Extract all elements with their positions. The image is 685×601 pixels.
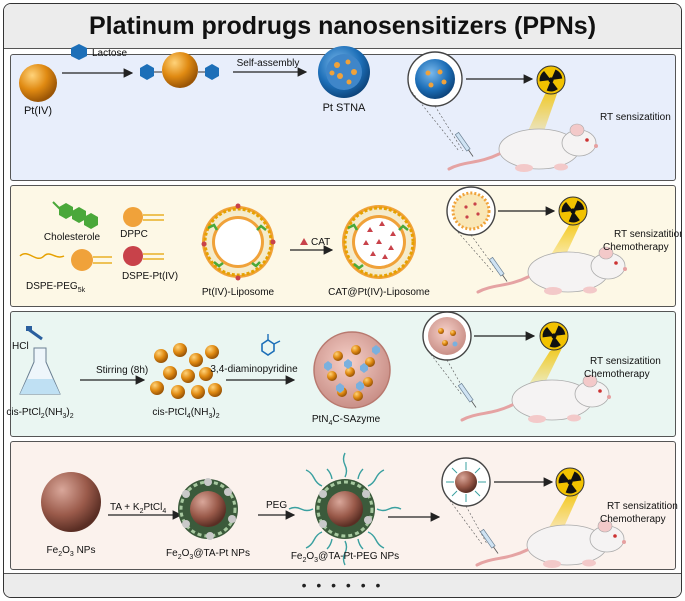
cholesterole-label: Cholesterole <box>44 232 101 243</box>
diaminopyridine-label: 3,4-diaminopyridine <box>210 364 298 375</box>
dspe-pt-iv-label: DSPE-Pt(IV) <box>122 271 178 282</box>
mouse-3 <box>460 373 613 425</box>
pt-iv-label: Pt(IV) <box>24 105 52 117</box>
ta-k2ptcl4-label: TA + K2PtCl4 <box>110 502 166 515</box>
title-bar: Platinum prodrugs nanosensitizers (PPNs) <box>4 4 681 49</box>
dspe-pt-iv-lipid <box>123 246 164 266</box>
fe2o3-ta-pt-peg-label: Fe2O3@TA-Pt-PEG NPs <box>291 551 399 564</box>
fe2o3-ta-pt-nanoparticle <box>178 478 238 540</box>
rt-sensitization-label-3: RT sensizatition <box>590 356 661 367</box>
radiation-beam-3 <box>529 346 563 389</box>
syringe-3 <box>457 382 479 410</box>
fe2o3-ta-pt-peg-nanoparticle <box>288 452 402 566</box>
radiation-beam-1 <box>528 88 559 137</box>
dspe-peg-label: DSPE-PEG5k <box>26 281 86 294</box>
radiation-icon <box>538 321 569 352</box>
rt-sensitization-label-2: RT sensizatition <box>614 229 681 240</box>
footer-bar: • • • • • • <box>4 573 681 597</box>
pt-iv-liposome <box>201 203 276 281</box>
pt-iv-sphere <box>19 64 57 102</box>
pt-stna-label: Pt STNA <box>323 102 366 114</box>
radiation-beam-2 <box>549 220 582 263</box>
lactose-conjugate <box>140 52 219 88</box>
lactose-label: Lactose <box>92 48 127 59</box>
hcl-label: HCl <box>12 341 29 352</box>
ptn4c-sazyme-label: PtN4C-SAzyme <box>312 414 381 427</box>
dppc-lipid <box>123 207 164 227</box>
cholesterole-molecule <box>52 201 98 229</box>
rt-sensitization-label-4: RT sensizatition <box>607 501 678 512</box>
diagram-canvas: Pt(IV) Lactose Self-assembly Pt STNA <box>6 44 681 570</box>
peg-label: PEG <box>266 500 287 511</box>
fe2o3-nanoparticle <box>41 472 101 532</box>
pt-stna-magnified <box>407 51 464 152</box>
dppc-label: DPPC <box>120 229 148 240</box>
cis-ptcl2-label: cis-PtCl2(NH3)2 <box>6 407 73 420</box>
radiation-icon <box>557 196 588 227</box>
cat-label: CAT <box>311 237 330 248</box>
stirring-label: Stirring (8h) <box>96 365 148 376</box>
syringe-4 <box>479 528 501 556</box>
radiation-icon <box>554 467 585 498</box>
cat-liposome-magnified <box>446 186 499 273</box>
flask-with-pipette <box>19 326 61 395</box>
sazyme-magnified <box>422 311 472 396</box>
diaminopyridine-molecule <box>261 334 281 356</box>
mouse-4 <box>475 518 628 570</box>
lactose-hexagon <box>71 44 87 60</box>
cis-ptcl4-label: cis-PtCl4(NH3)2 <box>152 407 219 420</box>
footer-dots: • • • • • • <box>301 577 384 593</box>
syringe-2 <box>488 256 510 284</box>
chemotherapy-label-3: Chemotherapy <box>584 369 650 380</box>
figure-frame: Platinum prodrugs nanosensitizers (PPNs)… <box>3 3 682 598</box>
pt-iv-liposome-label: Pt(IV)-Liposome <box>202 287 275 298</box>
ptcl4-particle-cluster <box>150 343 222 399</box>
chemotherapy-label-4: Chemotherapy <box>600 514 666 525</box>
pt-stna-nanoparticle <box>318 46 370 98</box>
syringe-1 <box>454 131 476 159</box>
chemotherapy-label-2: Chemotherapy <box>603 242 669 253</box>
cat-marker <box>300 238 308 245</box>
cat-pt-iv-liposome <box>342 205 416 279</box>
figure-title: Platinum prodrugs nanosensitizers (PPNs) <box>88 11 597 40</box>
rt-sensitization-label-1: RT sensizatition <box>600 112 671 123</box>
fe2o3-ta-pt-label: Fe2O3@TA-Pt NPs <box>166 548 250 561</box>
peg-np-magnified <box>441 457 491 545</box>
ptn4c-sazyme-particle <box>313 331 391 409</box>
self-assembly-label: Self-assembly <box>237 58 300 69</box>
dspe-peg-lipid <box>19 249 112 271</box>
mouse-1 <box>447 122 600 174</box>
radiation-beam-4 <box>547 491 580 536</box>
fe2o3-label: Fe2O3 NPs <box>47 545 96 558</box>
radiation-icon <box>535 65 566 96</box>
cat-liposome-label: CAT@Pt(IV)-Liposome <box>328 287 430 298</box>
